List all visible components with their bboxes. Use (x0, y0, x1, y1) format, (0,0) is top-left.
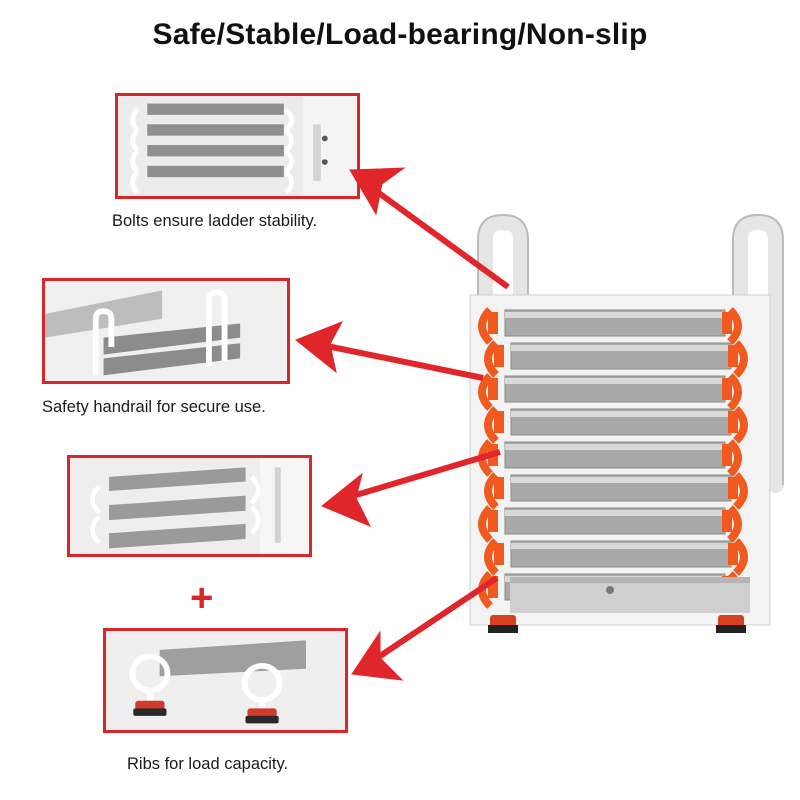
ladder-step-highlight (505, 510, 725, 516)
orange-hinge (727, 505, 742, 543)
orange-hinge (727, 307, 742, 345)
orange-step-cap (722, 312, 732, 334)
orange-step-cap (488, 378, 498, 400)
page-title: Safe/Stable/Load-bearing/Non-slip (152, 18, 648, 51)
orange-hinge (484, 340, 499, 378)
orange-hinge (733, 340, 748, 378)
orange-hinge (733, 472, 748, 510)
ribs-detail-photo (67, 455, 312, 557)
orange-step-cap (728, 345, 738, 367)
ladder-step-highlight (505, 378, 725, 384)
ladder-step-highlight (505, 444, 725, 450)
orange-hinge (727, 373, 742, 411)
orange-step-cap (494, 543, 504, 565)
handrail-caption: Safety handrail for secure use. (42, 398, 266, 416)
orange-step-cap (722, 378, 732, 400)
orange-hinge (484, 538, 499, 576)
handrail-detail-photo (42, 278, 290, 384)
orange-step-cap (488, 444, 498, 466)
orange-step-cap (728, 543, 738, 565)
orange-step-cap (488, 312, 498, 334)
feet-detail-photo (103, 628, 348, 733)
ribs-caption: Ribs for load capacity. (127, 755, 289, 773)
orange-step-cap (728, 477, 738, 499)
orange-step-cap (722, 510, 732, 532)
folding-ladder-image (469, 213, 784, 633)
bolts-detail-photo (115, 93, 360, 199)
orange-step-cap (494, 345, 504, 367)
orange-step-cap (494, 477, 504, 499)
orange-hinge (733, 406, 748, 444)
orange-hinge (478, 307, 493, 345)
orange-hinge (727, 439, 742, 477)
orange-hinge (478, 373, 493, 411)
orange-hinge (478, 505, 493, 543)
orange-hinge (484, 406, 499, 444)
ladder-step-highlight (511, 411, 731, 417)
orange-step-cap (488, 510, 498, 532)
orange-hinge (733, 538, 748, 576)
ladder-step-highlight (511, 345, 731, 351)
ladder-step-highlight (505, 312, 725, 318)
ladder-step-highlight (511, 543, 731, 549)
bolts-caption: Bolts ensure ladder stability. (112, 212, 318, 230)
ladder-step-highlight (511, 477, 731, 483)
orange-step-cap (494, 411, 504, 433)
orange-step-cap (488, 576, 498, 598)
orange-step-cap (728, 411, 738, 433)
plus-sign: + (190, 576, 214, 620)
orange-step-cap (722, 444, 732, 466)
